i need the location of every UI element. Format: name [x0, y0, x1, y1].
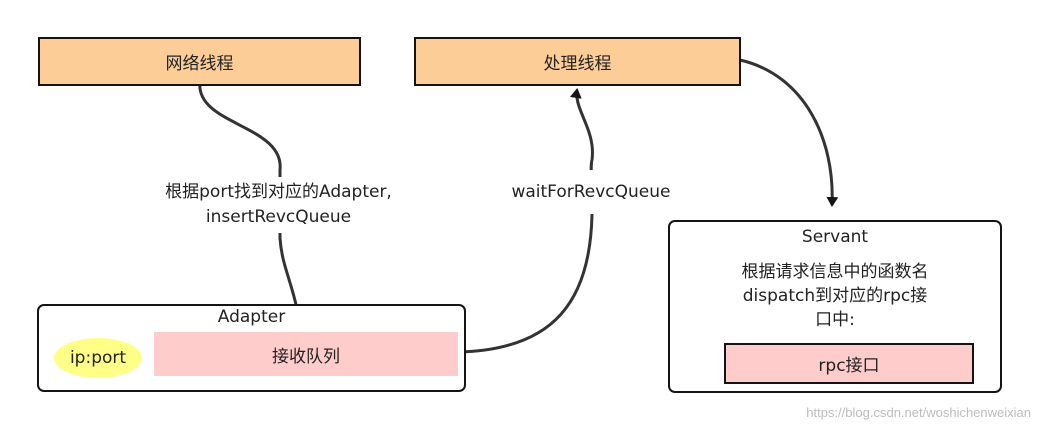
rpc-interface-box: rpc接口 — [724, 343, 974, 384]
receive-queue-label: 接收队列 — [272, 346, 340, 367]
servant-box: Servant 根据请求信息中的函数名 dispatch到对应的rpc接 口中:… — [668, 220, 1002, 393]
arrow-process-to-servant — [739, 58, 839, 207]
wait-queue-label: waitForRevcQueue — [511, 181, 671, 202]
adapter-title: Adapter — [217, 307, 286, 327]
adapter-box: Adapter ip:port 接收队列 — [37, 304, 466, 392]
insert-queue-edge-label: 根据port找到对应的Adapter, insertRevcQueue — [99, 177, 458, 233]
servant-title: Servant — [801, 227, 869, 247]
network-thread-box: 网络线程 — [38, 37, 361, 86]
wait-queue-edge-label: waitForRevcQueue — [488, 170, 694, 214]
process-thread-label: 处理线程 — [543, 54, 612, 74]
network-thread-label: 网络线程 — [165, 54, 234, 74]
arrow-queue-to-process — [457, 88, 594, 354]
insert-queue-label-line1: 根据port找到对应的Adapter, — [165, 182, 392, 202]
ip-port-label: ip:port — [69, 348, 127, 368]
receive-queue-box: 接收队列 — [154, 332, 458, 376]
insert-queue-label-line2: insertRevcQueue — [205, 207, 352, 227]
ip-port-ellipse: ip:port — [54, 338, 142, 378]
servant-desc-line1: 根据请求信息中的函数名 — [741, 262, 929, 282]
process-thread-box: 处理线程 — [414, 37, 741, 86]
servant-description: 根据请求信息中的函数名 dispatch到对应的rpc接 口中: — [670, 260, 1000, 332]
rpc-interface-label: rpc接口 — [818, 356, 880, 376]
servant-desc-line2: dispatch到对应的rpc接 — [742, 286, 928, 306]
arrow-network-to-adapter — [198, 81, 306, 332]
watermark-text: https://blog.csdn.net/woshichenweixian — [806, 405, 1031, 420]
servant-desc-line3: 口中: — [815, 310, 855, 330]
